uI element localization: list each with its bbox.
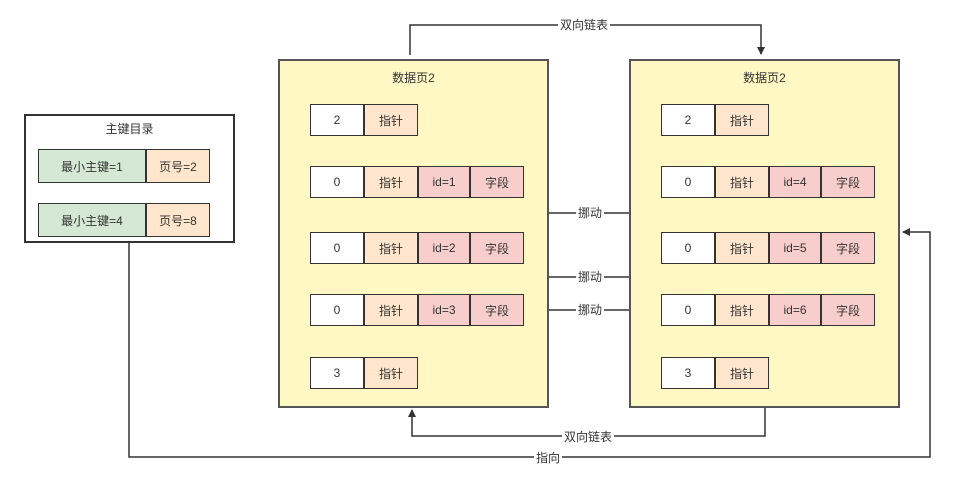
move-label-3: 挪动 xyxy=(576,303,605,317)
directory-min-key-1: 最小主键=1 xyxy=(38,149,146,183)
points-to-label: 指向 xyxy=(534,451,563,465)
p2-record-id: id=6 xyxy=(769,294,821,326)
move-label-1: 挪动 xyxy=(576,206,605,220)
p1-record-pointer: 指针 xyxy=(364,232,418,264)
p1-record-type: 0 xyxy=(310,232,364,264)
p2-record-pointer: 指针 xyxy=(715,104,769,136)
p1-record-pointer: 指针 xyxy=(364,294,418,326)
p1-record-type: 2 xyxy=(310,104,364,136)
p2-record-pointer: 指针 xyxy=(715,294,769,326)
p2-record-pointer: 指针 xyxy=(715,232,769,264)
p2-record-pointer: 指针 xyxy=(715,357,769,389)
p1-record-field: 字段 xyxy=(470,294,524,326)
p1-record-type: 0 xyxy=(310,166,364,198)
data-page-1-title: 数据页2 xyxy=(392,71,435,85)
directory-title: 主键目录 xyxy=(105,122,154,136)
p2-record-field: 字段 xyxy=(821,232,875,264)
p2-record-type: 0 xyxy=(661,232,715,264)
p1-record-field: 字段 xyxy=(470,166,524,198)
p2-record-type: 2 xyxy=(661,104,715,136)
p2-record-type: 3 xyxy=(661,357,715,389)
p1-record-pointer: 指针 xyxy=(364,357,418,389)
p1-record-pointer: 指针 xyxy=(364,104,418,136)
p2-record-id: id=4 xyxy=(769,166,821,198)
move-label-2: 挪动 xyxy=(576,270,605,284)
p2-record-type: 0 xyxy=(661,166,715,198)
directory-min-key-2: 最小主键=4 xyxy=(38,203,146,237)
p2-record-field: 字段 xyxy=(821,294,875,326)
p1-record-type: 0 xyxy=(310,294,364,326)
doubly-linked-bottom-label: 双向链表 xyxy=(562,430,615,444)
p1-record-id: id=2 xyxy=(418,232,470,264)
p1-record-id: id=3 xyxy=(418,294,470,326)
p1-record-type: 3 xyxy=(310,357,364,389)
p1-record-field: 字段 xyxy=(470,232,524,264)
p2-record-pointer: 指针 xyxy=(715,166,769,198)
directory-page-no-1: 页号=2 xyxy=(146,149,210,183)
data-page-2-title: 数据页2 xyxy=(743,71,786,85)
doubly-linked-top-label: 双向链表 xyxy=(558,18,611,32)
p2-record-field: 字段 xyxy=(821,166,875,198)
p1-record-id: id=1 xyxy=(418,166,470,198)
p2-record-type: 0 xyxy=(661,294,715,326)
p2-record-id: id=5 xyxy=(769,232,821,264)
p1-record-pointer: 指针 xyxy=(364,166,418,198)
directory-page-no-2: 页号=8 xyxy=(146,203,210,237)
